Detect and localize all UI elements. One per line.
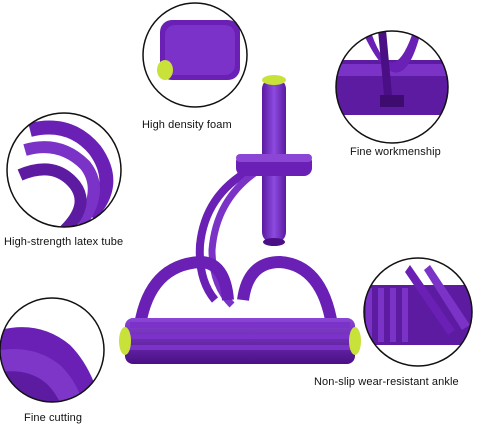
pedal-resistance-band	[119, 75, 361, 364]
workmanship-label: Fine workmenship	[350, 146, 441, 158]
latex-tube-label: High-strength latex tube	[4, 236, 124, 248]
cutting-label: Fine cutting	[24, 412, 83, 424]
latex-detail-circle	[6, 112, 122, 228]
cutting-detail-circle	[0, 297, 105, 403]
ankle-detail-circle	[363, 257, 473, 367]
foam-detail-circle	[142, 2, 248, 108]
ankle-label: Non-slip wear-resistant ankle	[314, 376, 459, 388]
foam-label: High density foam	[142, 119, 232, 131]
workmanship-detail-circle	[335, 30, 449, 144]
